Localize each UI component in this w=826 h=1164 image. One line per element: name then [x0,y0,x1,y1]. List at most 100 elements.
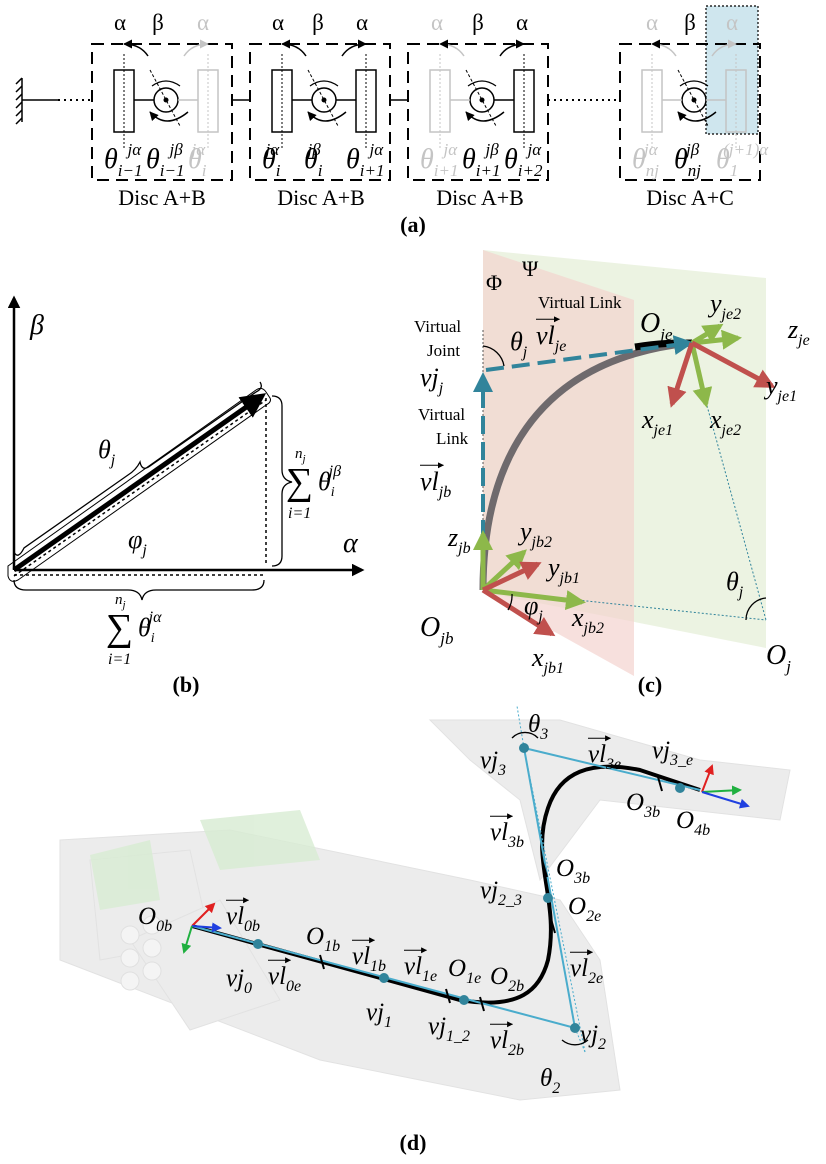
d4-beta: β [684,10,696,35]
vj-2-label: vj2 [580,1021,606,1053]
vj-1-2-label: vj1_2 [428,1013,470,1045]
virtual-joint-node-1 [379,973,389,983]
y-je2-label: yje2 [707,289,741,323]
vj-2-3-label: vj2_3 [480,877,522,909]
disc-label-1: Disc A+B [118,185,206,210]
d4-alpha-right: α [726,10,738,35]
caption-d: (d) [400,1130,427,1155]
svg-text:θijα: θijα [138,609,162,646]
joint-label-d3-1: θi+1jβ [462,140,500,180]
vj-0-label: vj0 [226,965,252,997]
joint-label-d2-2: θi+1jα [346,140,384,180]
O-2b-label: O2b [490,963,524,995]
d3-alpha-left: α [431,10,443,35]
svg-text:∑: ∑ [286,461,313,503]
virtual-joint-1: Virtual [414,317,461,336]
vl-je-label: vlje [536,321,566,355]
vl-2e-label: vl2e [570,955,603,987]
vl-3b-label: vl3b [490,819,524,851]
disc-chain [91,39,761,181]
segment-tick-5 [657,776,663,792]
d1-alpha-right: α [197,10,209,35]
O-0b-label: O0b [138,903,172,935]
virtual-link-top: Virtual Link [538,293,622,312]
axis-beta-label: β [29,310,44,341]
svg-text:θijβ: θijβ [318,463,341,500]
vj-j-label: vjj [420,363,444,397]
joint-label-d4-1: θnjjβ [674,140,701,180]
segment-tick-4 [542,862,548,878]
vl-jb-label: vljb [420,467,451,501]
disc-label-4: Disc A+C [646,185,734,210]
segment-tick-3 [550,918,556,934]
O-2e-label: O2e [568,893,601,925]
virtual-joint-node-3 [570,1023,580,1033]
svg-text:∑: ∑ [106,607,133,649]
O-3b-top-label: O3b [626,789,660,821]
d2-alpha-left: α [272,10,284,35]
vj-3-label: vj3 [480,747,506,779]
panel-c: Φ Ψ Virtual Link Virtual Joint Virtual [414,250,810,697]
vl-1b-label: vl1b [352,943,386,975]
vl-2b-label: vl2b [490,1027,524,1059]
continuum-centerline [191,764,701,1005]
joint-label-d1-0: θi−1jα [104,140,142,180]
joint-label-d1-1: θi−1jβ [146,140,184,180]
panel-b: β α θj φj ∑ nj i=1 θijβ ∑ nj i=1 θi [7,295,365,697]
O-j-label: Oj [766,640,791,676]
segment-tick-2 [479,996,485,1012]
vl-0b-label: vl0b [226,903,260,935]
caption-a: (a) [400,212,426,237]
disc-3 [407,39,549,181]
joint-label-d1-2: θijα [188,140,207,180]
y-jb1-label: yjb1 [545,553,580,587]
x-jb1-label: xjb1 [531,643,564,677]
segment-tick-0 [319,954,325,970]
d1-beta: β [152,10,164,35]
theta-j-right-label: θj [726,567,744,601]
vl-0e-label: vl0e [268,963,301,995]
caption-b: (b) [173,672,200,697]
vl-1e-label: vl1e [404,953,437,985]
phi-j-label: φj [128,525,147,559]
d2-alpha-right: α [356,10,368,35]
theta-j-label: θj [98,435,116,469]
x-jb2-label: xjb2 [571,603,604,637]
joint-label-d2-0: θijα [262,140,281,180]
virtual-joint-node-2 [459,995,469,1005]
plane-phi-label: Φ [486,270,502,295]
vj-1-label: vj1 [366,999,392,1031]
svg-text:i=1: i=1 [288,505,311,522]
O-1e-label: O1e [448,955,481,987]
theta-2-label: θ2 [540,1065,560,1097]
d3-alpha-right: α [516,10,528,35]
virtual-joint-node-4 [543,893,553,903]
d1-alpha-left: α [114,10,126,35]
x-je2-label: xje2 [709,405,741,439]
svg-text:nj: nj [295,446,306,465]
O-3b-mid-label: O3b [556,855,590,887]
joint-label-d3-0: θi+1jα [420,140,458,180]
disc-label-2: Disc A+B [277,185,365,210]
virtual-link-je [485,335,694,372]
sum-beta: ∑ nj i=1 θijβ [286,446,341,522]
virtual-link-left-2: Link [436,429,469,448]
plane-psi-label: Ψ [522,256,539,281]
O-1b-label: O1b [306,923,340,955]
disc-1 [91,39,233,181]
disc-4 [619,39,761,181]
d3-beta: β [472,10,484,35]
cylinders [120,915,162,991]
phi-j-label: φj [524,591,543,625]
z-je-label: zje [787,315,810,349]
panel-d-nodes [253,743,685,1033]
theta-j-top-label: θj [510,327,528,361]
joint-label-d3-2: θi+2jα [504,140,543,180]
virtual-joint-node-5 [519,743,529,753]
